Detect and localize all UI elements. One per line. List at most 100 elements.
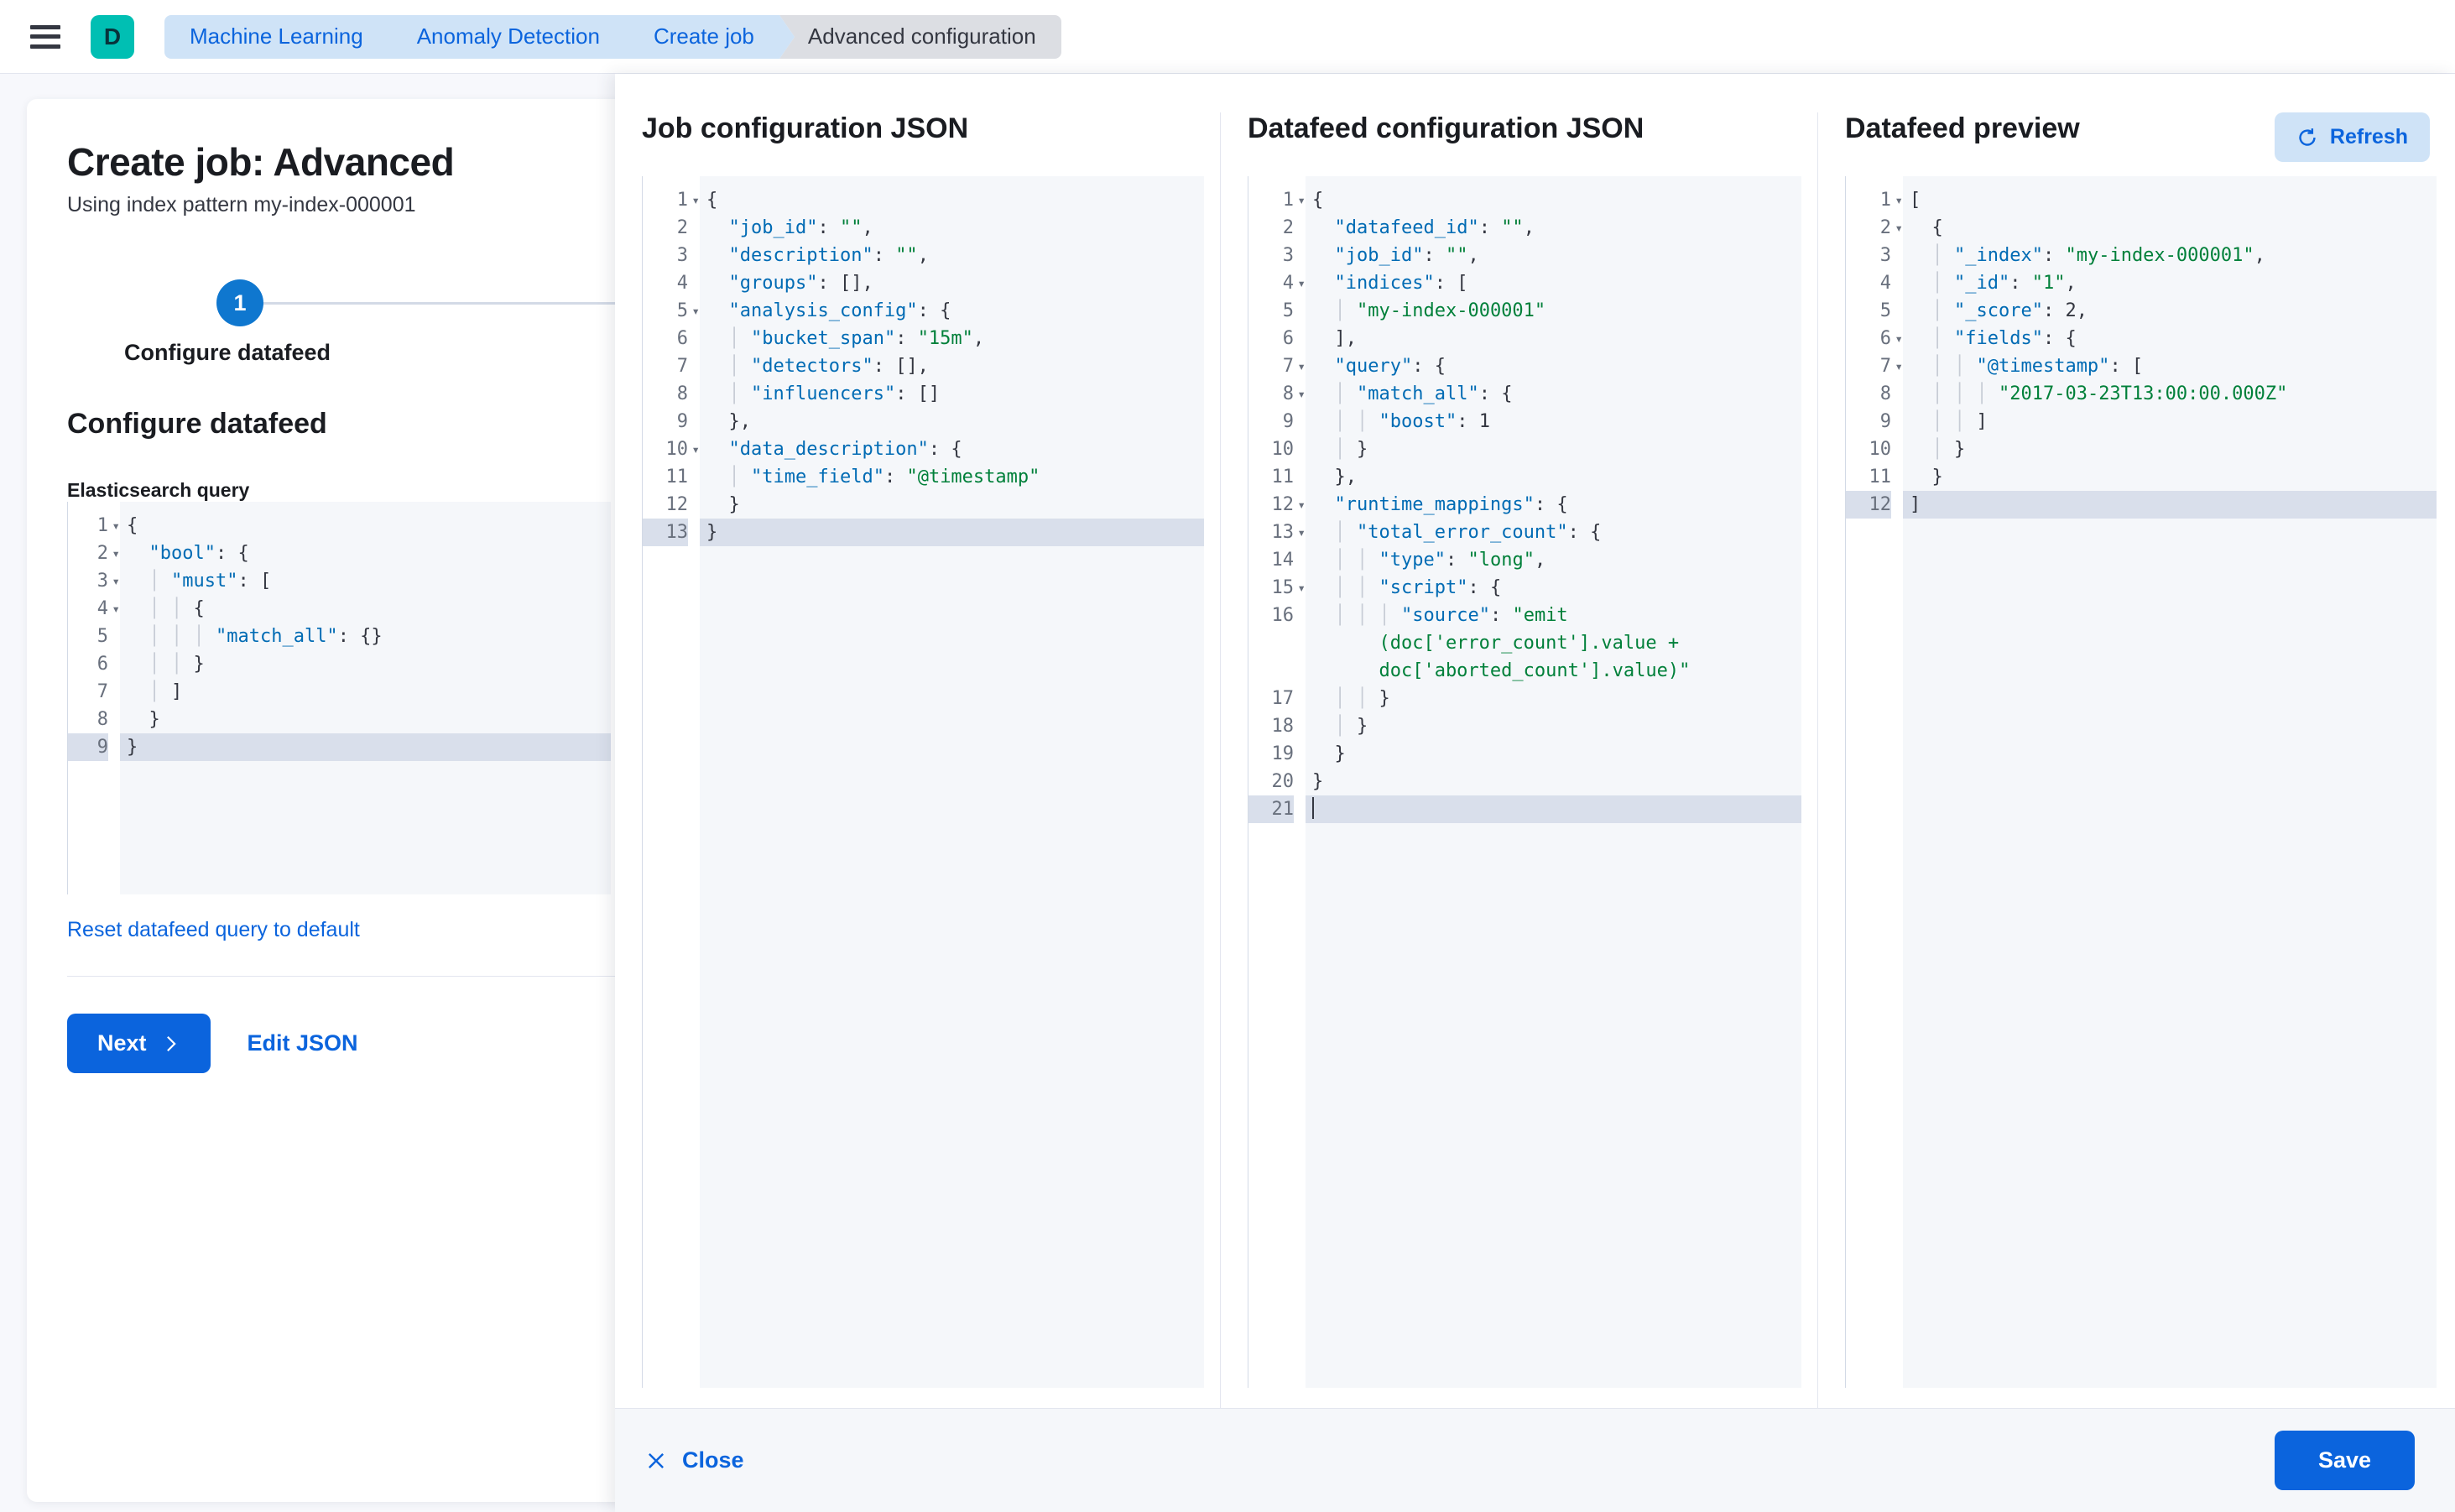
code-line: "indices": [	[1334, 273, 1468, 294]
line-number: 3	[1282, 245, 1294, 266]
line-number: 7	[96, 681, 108, 702]
code-line: │ }	[1334, 716, 1368, 737]
fold-toggle-icon[interactable]: ▾	[1895, 220, 1903, 236]
line-number: 11	[1869, 467, 1892, 487]
line-number: 20	[1271, 771, 1295, 792]
code-line: }	[1312, 771, 1324, 792]
line-number: 10	[1869, 439, 1892, 460]
fold-toggle-icon[interactable]: ▾	[1297, 524, 1306, 540]
code-line: │ │ }	[149, 654, 205, 675]
code-line: "bool": {	[149, 543, 249, 564]
line-number: 2	[676, 217, 688, 238]
fold-toggle-icon[interactable]: ▾	[691, 192, 700, 208]
reset-datafeed-query-link[interactable]: Reset datafeed query to default	[67, 918, 360, 941]
page-title: Create job: Advanced	[67, 140, 455, 184]
line-number: 1▾	[1846, 186, 1903, 214]
divider	[67, 976, 641, 977]
line-number: 1▾	[1248, 186, 1306, 214]
code-line: "data_description": {	[728, 439, 962, 460]
hamburger-icon[interactable]	[30, 24, 60, 49]
code-line: │ "total_error_count": {	[1334, 522, 1602, 543]
fold-toggle-icon[interactable]: ▾	[691, 303, 700, 319]
edit-json-button[interactable]: Edit JSON	[247, 1030, 358, 1056]
code-line: "groups": [],	[728, 273, 873, 294]
code-line: │ │ "@timestamp": [	[1931, 356, 2144, 377]
job-configuration-title: Job configuration JSON	[642, 112, 969, 144]
fold-toggle-icon[interactable]: ▾	[1297, 358, 1306, 374]
fold-toggle-icon[interactable]: ▾	[1895, 358, 1903, 374]
line-number: 9	[68, 733, 108, 761]
space-avatar[interactable]: D	[91, 14, 134, 59]
code-line: │ "match_all": {	[1334, 383, 1513, 404]
breadcrumb-item-advanced-configuration[interactable]: Advanced configuration	[779, 14, 1061, 59]
code-line: │ │ {	[149, 598, 205, 619]
code-line: ],	[1334, 328, 1358, 349]
fold-toggle-icon[interactable]: ▾	[112, 518, 120, 534]
editor-code-area[interactable]: { "job_id": "", "description": "", "grou…	[700, 176, 1204, 1388]
breadcrumb-item-create-job[interactable]: Create job	[624, 14, 795, 59]
line-number: 6	[96, 654, 108, 675]
fold-toggle-icon[interactable]: ▾	[1297, 192, 1306, 208]
code-line: "analysis_config": {	[728, 300, 951, 321]
fold-toggle-icon[interactable]: ▾	[1895, 192, 1903, 208]
code-line: {	[1312, 190, 1324, 211]
fold-toggle-icon[interactable]: ▾	[112, 573, 120, 589]
fold-toggle-icon[interactable]: ▾	[112, 545, 120, 561]
next-button[interactable]: Next	[67, 1014, 211, 1073]
line-number: 7▾	[1846, 352, 1903, 380]
code-line: {	[1931, 217, 1943, 238]
breadcrumb-item-anomaly-detection[interactable]: Anomaly Detection	[388, 14, 641, 59]
code-line: },	[728, 411, 752, 432]
code-line: [	[1910, 190, 1921, 211]
breadcrumb-item-machine-learning[interactable]: Machine Learning	[164, 14, 404, 59]
fold-toggle-icon[interactable]: ▾	[1297, 275, 1306, 291]
line-number: 3	[676, 245, 688, 266]
fold-toggle-icon[interactable]: ▾	[112, 601, 120, 617]
line-number: 18	[1271, 716, 1295, 737]
editor-code-area[interactable]: [ { │ "_index": "my-index-000001", │ "_i…	[1903, 176, 2437, 1388]
code-line: "description": "",	[728, 245, 929, 266]
line-number: 4	[1879, 273, 1891, 294]
line-number: 8	[676, 383, 688, 404]
line-number: 1▾	[68, 512, 120, 540]
code-line: │ │ }	[1334, 688, 1390, 709]
fold-toggle-icon[interactable]: ▾	[691, 441, 700, 457]
fold-toggle-icon[interactable]: ▾	[1297, 580, 1306, 596]
line-number: 6	[1282, 328, 1294, 349]
code-line: │ "time_field": "@timestamp"	[728, 467, 1040, 487]
code-line: │ "must": [	[149, 571, 272, 592]
flyout-footer: Close Save	[615, 1408, 2455, 1512]
fold-toggle-icon[interactable]: ▾	[1895, 331, 1903, 347]
code-line: │ │ "script": {	[1334, 577, 1502, 598]
save-button[interactable]: Save	[2274, 1431, 2415, 1490]
code-line: }	[120, 733, 611, 761]
fold-toggle-icon[interactable]: ▾	[1297, 497, 1306, 513]
code-line: {	[706, 190, 718, 211]
step-indicator-1[interactable]: 1	[216, 279, 263, 326]
line-number: 8▾	[1248, 380, 1306, 408]
section-title: Configure datafeed	[67, 408, 327, 440]
fold-toggle-icon[interactable]: ▾	[1297, 386, 1306, 402]
line-number: 12▾	[1248, 491, 1306, 519]
editor-code-area[interactable]: { "bool": { │ "must": [ │ │ { │ │ │ "mat…	[120, 502, 611, 894]
close-button[interactable]: Close	[645, 1447, 744, 1473]
code-line: │ │ │ "2017-03-23T13:00:00.000Z"	[1931, 383, 2288, 404]
refresh-button[interactable]: Refresh	[2274, 112, 2430, 162]
close-button-label: Close	[682, 1447, 744, 1473]
code-line: │ ]	[149, 681, 183, 702]
line-number: 11	[665, 467, 689, 487]
code-line: │ │ "type": "long",	[1334, 550, 1546, 571]
line-number: 12	[665, 494, 689, 515]
code-line: │ "bucket_span": "15m",	[728, 328, 985, 349]
code-line: │ │ │ "match_all": {}	[149, 626, 383, 647]
editor-code-area[interactable]: { "datafeed_id": "", "job_id": "", "indi…	[1306, 176, 1801, 1388]
step-label-configure-datafeed: Configure datafeed	[124, 340, 331, 365]
